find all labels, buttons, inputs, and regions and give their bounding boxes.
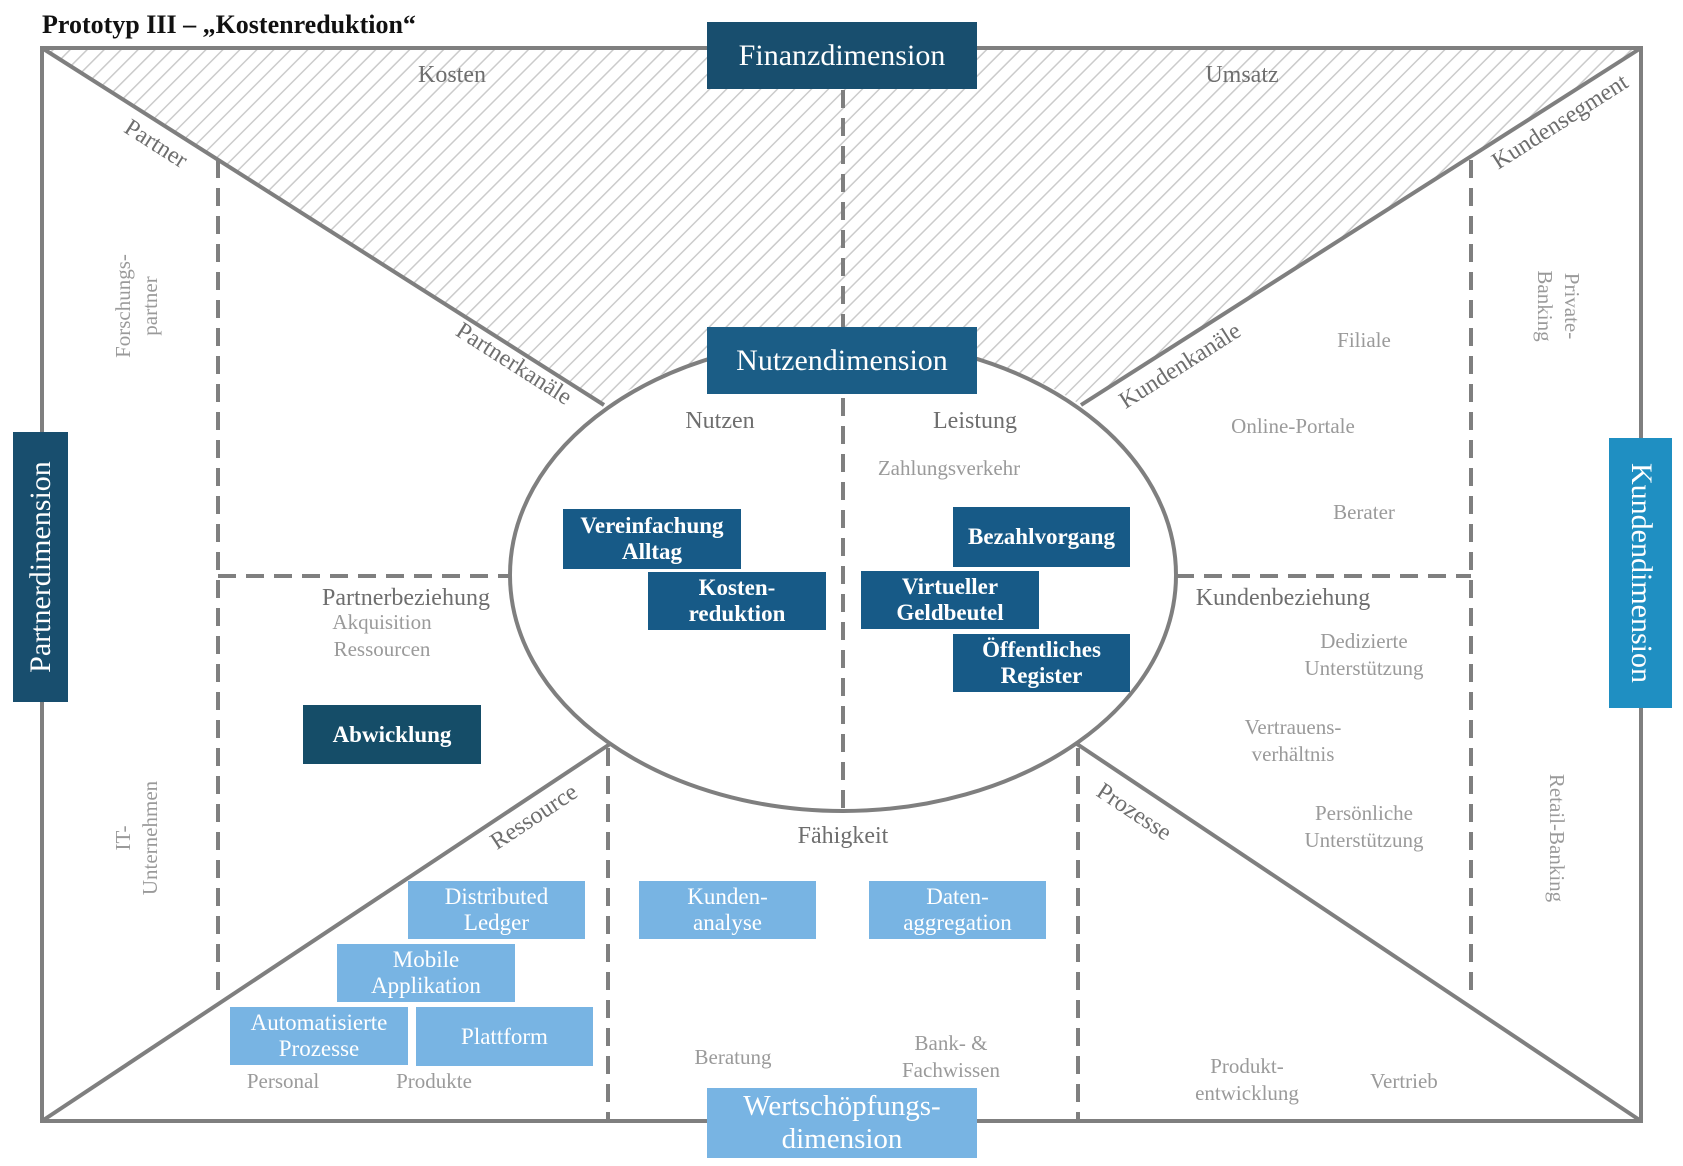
partnerdimension-box: Partnerdimension (13, 432, 68, 702)
block-distributed-line1: Distributed (444, 884, 549, 910)
item-vertrauens-line2: verhältnis (1252, 742, 1335, 766)
item-online-portale: Online-Portale (1231, 414, 1355, 438)
block-kostenreduktion: Kosten- reduktion (648, 572, 826, 630)
block-vereinfachung-line1: Vereinfachung (580, 513, 724, 539)
finanzdimension-box: Finanzdimension (707, 22, 977, 89)
kundendimension-label: Kundendimension (1624, 463, 1658, 683)
diagonal-top-right (1079, 46, 1643, 407)
wertschoepfungsdimension-label-line1: Wertschöpfungs- (743, 1089, 941, 1122)
block-virtueller-line2: Geldbeutel (896, 600, 1004, 625)
block-datenaggregation-line1: Daten- (926, 884, 989, 910)
item-beratung: Beratung (695, 1045, 772, 1069)
block-kostenreduktion-line2: reduktion (688, 601, 786, 626)
item-dedizierte-line1: Dedizierte (1320, 629, 1407, 653)
block-kostenreduktion-line1: Kosten- (698, 575, 776, 601)
item-bank-fachwissen-line1: Bank- & (915, 1031, 988, 1055)
block-bezahlvorgang-label: Bezahlvorgang (968, 524, 1115, 550)
label-prozesse: Prozesse (1092, 778, 1176, 846)
item-vertrieb: Vertrieb (1370, 1069, 1438, 1093)
partnerdimension-label: Partnerdimension (23, 461, 57, 673)
diagonal-top-left (40, 46, 606, 407)
item-ressourcen: Ressourcen (334, 637, 431, 661)
block-plattform: Plattform (416, 1007, 593, 1066)
item-produktentwicklung-line2: entwicklung (1195, 1081, 1299, 1105)
item-vertrauens-line1: Vertrauens- (1245, 715, 1342, 739)
finanzdimension-label: Finanzdimension (738, 38, 946, 72)
item-forschungspartner-line2: partner (138, 276, 162, 335)
item-it-unternehmen-line1: IT- (111, 826, 135, 851)
label-leistung: Leistung (933, 408, 1017, 434)
block-abwicklung: Abwicklung (303, 705, 481, 764)
block-oeffentliches-line2: Register (1000, 663, 1083, 688)
wertschoepfungsdimension-label-line2: dimension (781, 1123, 903, 1155)
block-kundenanalyse-line1: Kunden- (687, 884, 768, 910)
wertschoepfungsdimension-box: Wertschöpfungs- dimension (707, 1088, 977, 1158)
page-title: Prototyp III – „Kostenreduktion“ (42, 10, 416, 39)
block-kundenanalyse: Kunden- analyse (639, 881, 816, 939)
item-bank-fachwissen-line2: Fachwissen (902, 1058, 1000, 1082)
item-persoenliche-line2: Unterstützung (1305, 828, 1424, 852)
block-datenaggregation-line2: aggregation (903, 910, 1012, 935)
item-personal: Personal (247, 1069, 319, 1093)
diagonal-bottom-right (1075, 742, 1643, 1123)
item-retail-banking: Retail-Banking (1545, 774, 1569, 903)
diagonal-bottom-left (40, 742, 612, 1123)
nutzendimension-box: Nutzendimension (707, 327, 977, 394)
label-partnerbeziehung: Partnerbeziehung (322, 585, 490, 611)
block-oeffentliches-register: Öffentliches Register (953, 634, 1130, 692)
cost-revenue-hatched-area (42, 48, 1641, 405)
item-berater: Berater (1333, 500, 1395, 524)
block-automatisierte-prozesse: Automatisierte Prozesse (230, 1007, 408, 1065)
item-produkte: Produkte (396, 1069, 472, 1093)
item-private-banking-line2: Banking (1533, 270, 1557, 342)
block-mobile-line1: Mobile (392, 947, 460, 973)
block-vereinfachung-line2: Alltag (621, 539, 683, 564)
block-vereinfachung-alltag: Vereinfachung Alltag (563, 509, 741, 569)
label-nutzen: Nutzen (685, 408, 754, 434)
kundendimension-box: Kundendimension (1609, 438, 1672, 708)
item-it-unternehmen-line2: Unternehmen (138, 780, 162, 895)
item-filiale: Filiale (1337, 328, 1391, 352)
block-automatisierte-line2: Prozesse (278, 1036, 360, 1061)
block-mobile-line2: Applikation (371, 973, 481, 998)
block-plattform-label: Plattform (461, 1023, 548, 1049)
block-automatisierte-line1: Automatisierte (250, 1010, 388, 1036)
label-umsatz: Umsatz (1205, 62, 1278, 88)
item-private-banking-line1: Private- (1560, 273, 1584, 339)
block-oeffentliches-line1: Öffentliches (982, 637, 1101, 663)
item-persoenliche-line1: Persönliche (1315, 801, 1413, 825)
block-distributed-line2: Ledger (463, 910, 530, 935)
block-distributed-ledger: Distributed Ledger (408, 881, 585, 939)
block-virtueller-line1: Virtueller (901, 574, 999, 600)
block-datenaggregation: Daten- aggregation (869, 881, 1046, 939)
block-abwicklung-label: Abwicklung (332, 721, 452, 747)
label-faehigkeit: Fähigkeit (798, 823, 889, 849)
block-mobile-applikation: Mobile Applikation (337, 944, 515, 1002)
label-kosten: Kosten (418, 62, 486, 88)
item-akquisition: Akquisition (332, 610, 432, 634)
label-kundenbeziehung: Kundenbeziehung (1196, 585, 1371, 611)
nutzendimension-label: Nutzendimension (736, 343, 948, 377)
item-dedizierte-line2: Unterstützung (1305, 656, 1424, 680)
block-bezahlvorgang: Bezahlvorgang (953, 507, 1130, 567)
block-kundenanalyse-line2: analyse (693, 910, 762, 935)
block-virtueller-geldbeutel: Virtueller Geldbeutel (861, 571, 1039, 629)
item-forschungspartner-line1: Forschungs- (111, 254, 135, 358)
item-zahlungsverkehr: Zahlungsverkehr (878, 456, 1020, 480)
item-produktentwicklung-line1: Produkt- (1210, 1054, 1284, 1078)
